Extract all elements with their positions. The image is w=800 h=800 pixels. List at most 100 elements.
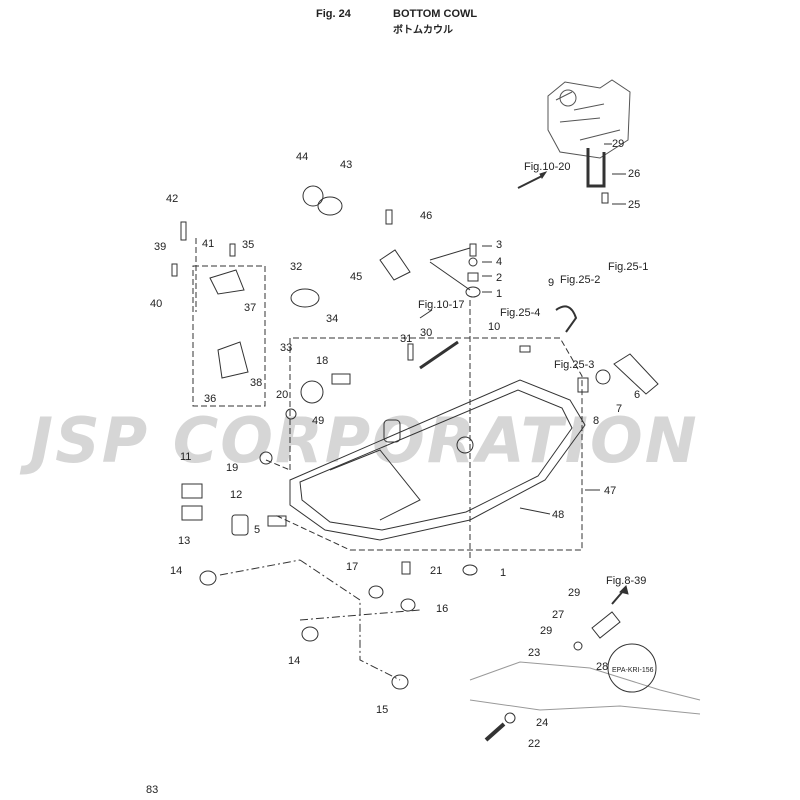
seal-49 xyxy=(300,380,324,404)
lower-case-outline xyxy=(469,661,701,715)
ref-fig-10-20: Fig.10-20 xyxy=(524,161,570,173)
figure-number: Fig. 24 xyxy=(316,8,351,20)
callout-39: 39 xyxy=(154,241,166,253)
joint-25 xyxy=(601,192,609,204)
plug-14-upper xyxy=(199,570,217,586)
leader-lines-25-29 xyxy=(604,143,626,205)
callout-6: 6 xyxy=(634,389,640,401)
callout-31: 31 xyxy=(400,333,412,345)
grommet-1-upper xyxy=(465,286,481,298)
callout-29-mid: 29 xyxy=(568,587,580,599)
callout-2: 2 xyxy=(496,272,502,284)
callout-44: 44 xyxy=(296,151,308,163)
callout-48: 48 xyxy=(552,509,564,521)
figure-title-en: BOTTOM COWL xyxy=(393,8,478,20)
arrow-fig-10-20 xyxy=(517,175,543,189)
ref-fig-25-3: Fig.25-3 xyxy=(554,359,594,371)
grommet-1-lower xyxy=(462,564,478,576)
ref-fig-25-4: Fig.25-4 xyxy=(500,307,540,319)
callout-38: 38 xyxy=(250,377,262,389)
bracket-assembly-box xyxy=(192,265,266,407)
callout-29-lower: 29 xyxy=(540,625,552,637)
callout-22: 22 xyxy=(528,738,540,750)
bolt-39 xyxy=(171,263,178,277)
callout-43: 43 xyxy=(340,159,352,171)
callout-26: 26 xyxy=(628,168,640,180)
callout-14-upper: 14 xyxy=(170,565,182,577)
pad-5 xyxy=(267,515,287,527)
hose-26 xyxy=(586,148,606,188)
callout-24: 24 xyxy=(536,717,548,729)
plug-15 xyxy=(391,674,409,690)
callout-3: 3 xyxy=(496,239,502,251)
pad-12 xyxy=(231,514,249,536)
switch-32 xyxy=(290,288,320,308)
bolt-42 xyxy=(180,221,187,241)
joint-27 xyxy=(591,611,621,639)
callout-35: 35 xyxy=(242,239,254,251)
plug-14-lower xyxy=(301,626,319,642)
bolt-10 xyxy=(519,345,531,353)
ref-fig-8-39: Fig.8-39 xyxy=(606,575,646,587)
callout-16: 16 xyxy=(436,603,448,615)
bracket-11 xyxy=(181,483,203,499)
collar-8 xyxy=(577,377,589,393)
callout-11: 11 xyxy=(180,451,191,463)
callout-4: 4 xyxy=(496,256,502,268)
callout-45: 45 xyxy=(350,271,362,283)
callout-5: 5 xyxy=(254,524,260,536)
epa-stamp: EPA-KRI-156 xyxy=(607,643,657,693)
callout-29-upper: 29 xyxy=(612,138,624,150)
washer-23 xyxy=(573,641,583,651)
callout-10: 10 xyxy=(488,321,500,333)
callout-27: 27 xyxy=(552,609,564,621)
callout-28: 28 xyxy=(596,661,608,673)
callout-47: 47 xyxy=(604,485,616,497)
callout-41: 41 xyxy=(202,238,214,250)
grommet-20 xyxy=(285,408,297,420)
grommet-17 xyxy=(368,585,384,599)
callout-46: 46 xyxy=(420,210,432,222)
clip-18 xyxy=(331,373,351,385)
bottom-cowl-body xyxy=(289,379,586,541)
collar-2 xyxy=(467,272,479,282)
centre-lines xyxy=(219,559,421,681)
bracket-13 xyxy=(181,505,203,521)
callout-13: 13 xyxy=(178,535,190,547)
rod-30 xyxy=(419,340,459,370)
washer-4 xyxy=(468,257,478,267)
callout-9: 9 xyxy=(548,277,554,289)
grommet-44 xyxy=(302,185,324,207)
link-9 xyxy=(555,305,578,333)
bottom-cowl-assembly-box xyxy=(274,337,583,551)
bolt-3 xyxy=(469,243,477,257)
grommet-19 xyxy=(259,451,273,465)
callout-17: 17 xyxy=(346,561,358,573)
callout-1-upper: 1 xyxy=(496,288,502,300)
callout-20: 20 xyxy=(276,389,288,401)
epa-stamp-text: EPA-KRI-156 xyxy=(612,667,654,674)
figure-title-jp: ボトムカウル xyxy=(393,25,453,36)
callout-32: 32 xyxy=(290,261,302,273)
bolt-46 xyxy=(385,209,393,225)
grommet-16 xyxy=(400,598,416,612)
arrow-fig-10-17 xyxy=(419,309,433,319)
page-number: 83 xyxy=(146,784,159,796)
callout-21: 21 xyxy=(430,565,442,577)
bolt-41 xyxy=(229,243,236,257)
ref-fig-25-1: Fig.25-1 xyxy=(608,261,648,273)
washer-24 xyxy=(504,712,516,724)
callout-7: 7 xyxy=(616,403,622,415)
callout-14-lower: 14 xyxy=(288,655,300,667)
ref-fig-10-17: Fig.10-17 xyxy=(418,299,464,311)
arrowhead-fig-8-39 xyxy=(619,585,629,595)
engine-block-drawing xyxy=(547,79,631,159)
callout-8: 8 xyxy=(593,415,599,427)
callout-15: 15 xyxy=(376,704,388,716)
callout-34: 34 xyxy=(326,313,338,325)
callout-37: 37 xyxy=(244,302,256,314)
callout-25: 25 xyxy=(628,199,640,211)
bolt-21 xyxy=(401,561,411,575)
leader-lines-1-4 xyxy=(429,245,492,293)
